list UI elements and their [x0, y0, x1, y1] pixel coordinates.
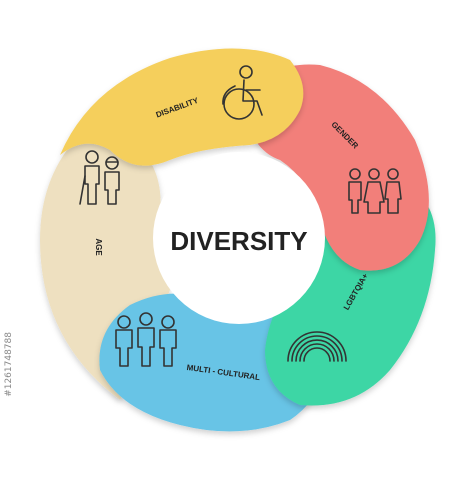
rainbow-arc-icon: [287, 331, 347, 362]
label-age: AGE: [94, 238, 103, 256]
watermark-id: #1261748788: [4, 332, 14, 397]
elder-and-person-icon: [79, 150, 120, 205]
three-people-gender-icon: [348, 168, 402, 214]
center-title: DIVERSITY: [170, 226, 307, 256]
wheelchair-user-icon: [222, 65, 263, 120]
three-people-group-icon: [115, 312, 177, 367]
center-circle: [153, 152, 325, 324]
